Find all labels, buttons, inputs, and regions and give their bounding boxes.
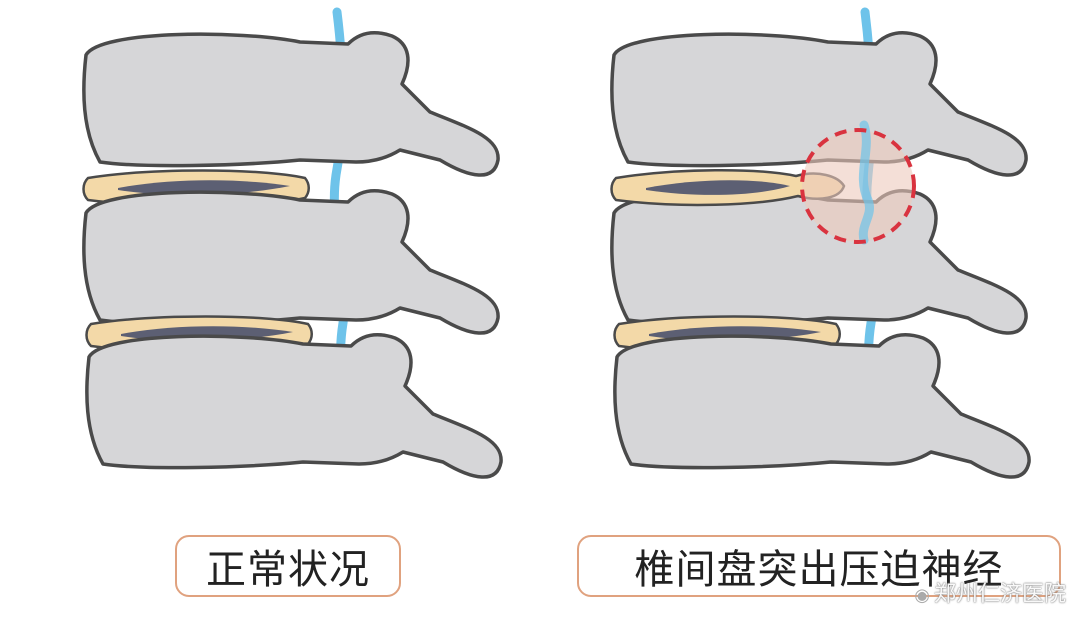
spine-diagram <box>82 7 1031 479</box>
vertebra-bottom <box>85 332 503 479</box>
compressed-nerve <box>858 120 874 245</box>
weibo-logo-icon: ◉ <box>914 585 930 606</box>
vertebra-bottom <box>613 332 1031 479</box>
normal-spine <box>82 7 503 479</box>
caption-normal: 正常状况 <box>175 535 401 597</box>
caption-normal-text: 正常状况 <box>206 547 370 593</box>
caption-herniated-text: 椎间盘突出压迫神经 <box>634 547 1004 593</box>
herniated-spine <box>610 7 1031 479</box>
vertebra-middle <box>82 188 500 335</box>
watermark-text: 郑州仁济医院 <box>933 582 1066 607</box>
watermark: ◉郑州仁济医院 <box>914 576 1066 608</box>
compression-area <box>802 130 914 242</box>
highlight-circle <box>800 128 916 244</box>
vertebra-top <box>82 30 500 177</box>
caption-herniated: 椎间盘突出压迫神经 <box>577 535 1061 597</box>
